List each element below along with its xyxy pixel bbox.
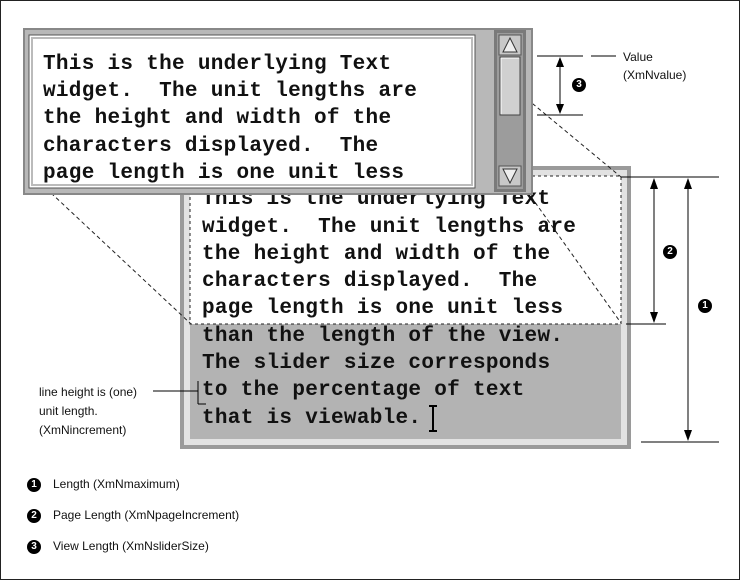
view-length-arrow-up — [556, 57, 564, 67]
length-arrow-down — [684, 430, 692, 441]
up-arrow-icon — [502, 36, 518, 53]
view-length-arrow-down — [556, 104, 564, 114]
scrolled-text-line: widget. The unit lengths are — [43, 80, 418, 103]
underlying-text-line: widget. The unit lengths are — [202, 216, 577, 239]
projection-line-top — [526, 98, 622, 178]
legend-bullet-3: 3 — [27, 540, 41, 554]
legend-bullet-1: 1 — [27, 478, 41, 492]
underlying-text-line: The slider size corresponds — [202, 352, 551, 375]
callout-bullet-2: 2 — [663, 245, 677, 259]
page-length-arrow-up — [650, 178, 658, 189]
value-label-line2: (XmNvalue) — [623, 68, 687, 82]
down-arrow-icon — [502, 168, 518, 185]
projection-line-right — [526, 190, 622, 324]
underlying-text-line: page length is one unit less — [202, 297, 564, 320]
underlying-text-line: than the length of the view. — [202, 325, 564, 348]
legend-bullet-2: 2 — [27, 509, 41, 523]
viewable-page-region — [190, 176, 621, 324]
underlying-text-line: that is viewable. — [202, 407, 422, 430]
increment-label-line3: (XmNincrement) — [39, 423, 127, 437]
callout-bullet-1: 1 — [698, 299, 712, 313]
length-arrow-up — [684, 178, 692, 189]
legend-item-length: Length (XmNmaximum) — [53, 477, 180, 491]
callout-bullet-3: 3 — [572, 78, 586, 92]
viewable-page-dashed-border — [189, 175, 622, 325]
legend-item-page-length: Page Length (XmNpageIncrement) — [53, 508, 240, 522]
increment-label-line1: line height is (one) — [39, 385, 138, 399]
scrolled-text-line: the height and width of the — [43, 107, 392, 130]
page-length-arrow-down — [650, 312, 658, 323]
underlying-text-line: to the percentage of text — [202, 379, 525, 402]
scrolled-text-viewport: This is the underlying Text widget. The … — [34, 40, 470, 184]
underlying-text-line: the height and width of the — [202, 243, 551, 266]
scrolled-text-line: page length is one unit less — [43, 162, 405, 184]
scrolled-text-line: characters displayed. The — [43, 135, 379, 158]
increment-label-line2: unit length. — [39, 404, 98, 418]
scrollbar-slider — [499, 56, 521, 116]
scrolled-text-line: This is the underlying Text — [43, 53, 392, 76]
viewport-area — [31, 37, 473, 186]
underlying-text-line: characters displayed. The — [202, 270, 538, 293]
value-label-line1: Value — [623, 50, 653, 64]
legend-item-view-length: View Length (XmNsliderSize) — [53, 539, 209, 553]
projection-line-left — [50, 192, 192, 325]
